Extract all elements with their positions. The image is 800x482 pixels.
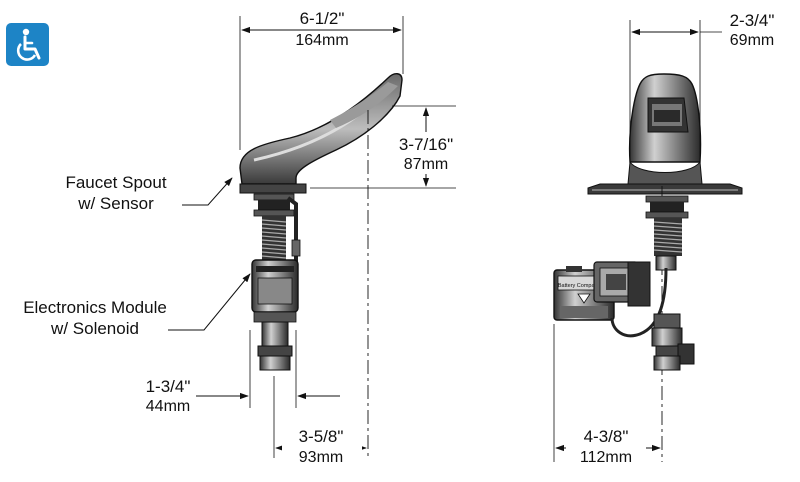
- battery-compartment-label: Battery Compartment: [558, 283, 611, 289]
- dim-spout-reach-imperial: 3-5/8": [299, 427, 344, 446]
- thread-line: [653, 225, 683, 229]
- dim-shank-width-imperial: 1-3/4": [146, 377, 191, 396]
- thread-line: [653, 241, 683, 245]
- thread-line: [653, 221, 683, 225]
- electronics-module-side: [251, 259, 299, 323]
- thread-line: [261, 243, 287, 247]
- threaded-shank: [261, 216, 287, 260]
- thread-line: [653, 229, 683, 233]
- thread-line: [261, 219, 287, 223]
- thread-line: [653, 245, 683, 249]
- thread-line: [261, 251, 287, 255]
- dim-spout-width-metric: 69mm: [730, 32, 774, 49]
- thread-line: [261, 255, 287, 259]
- thread-line: [261, 235, 287, 239]
- thread-line: [261, 227, 287, 231]
- dim-spout-length-imperial: 6-1/2": [300, 9, 345, 28]
- front-view-drawing: Battery Compartment 2-3/4" 69mm 4-3/8" 1…: [553, 11, 775, 466]
- electronics-module-front: Battery Compartment: [553, 261, 651, 321]
- thread-line: [261, 223, 287, 227]
- dim-module-depth-imperial: 4-3/8": [584, 427, 629, 446]
- thread-line: [653, 237, 683, 241]
- thread-line: [261, 247, 287, 251]
- thread-line: [653, 233, 683, 237]
- dim-shank-width-metric: 44mm: [146, 398, 190, 415]
- dim-spout-length-metric: 164mm: [295, 32, 348, 49]
- dim-spout-height-imperial: 3-7/16": [399, 135, 453, 154]
- dim-spout-height-metric: 87mm: [404, 156, 448, 173]
- dim-spout-width-imperial: 2-3/4": [730, 11, 775, 30]
- callout-module-line2: w/ Solenoid: [50, 319, 139, 338]
- side-view-drawing: 6-1/2" 164mm 3-7/16" 87mm Faucet Spout w…: [23, 9, 468, 466]
- callout-module-line1: Electronics Module: [23, 298, 167, 317]
- callout-spout-line1: Faucet Spout: [65, 173, 166, 192]
- dim-module-depth-metric: 112mm: [580, 449, 632, 466]
- thread-line: [261, 239, 287, 243]
- faucet-spout-side: [239, 73, 403, 185]
- wheelchair-accessible-icon: [6, 23, 49, 66]
- callout-spout-line2: w/ Sensor: [77, 194, 154, 213]
- dim-spout-reach-metric: 93mm: [299, 449, 343, 466]
- thread-line: [653, 249, 683, 253]
- thread-line: [261, 231, 287, 235]
